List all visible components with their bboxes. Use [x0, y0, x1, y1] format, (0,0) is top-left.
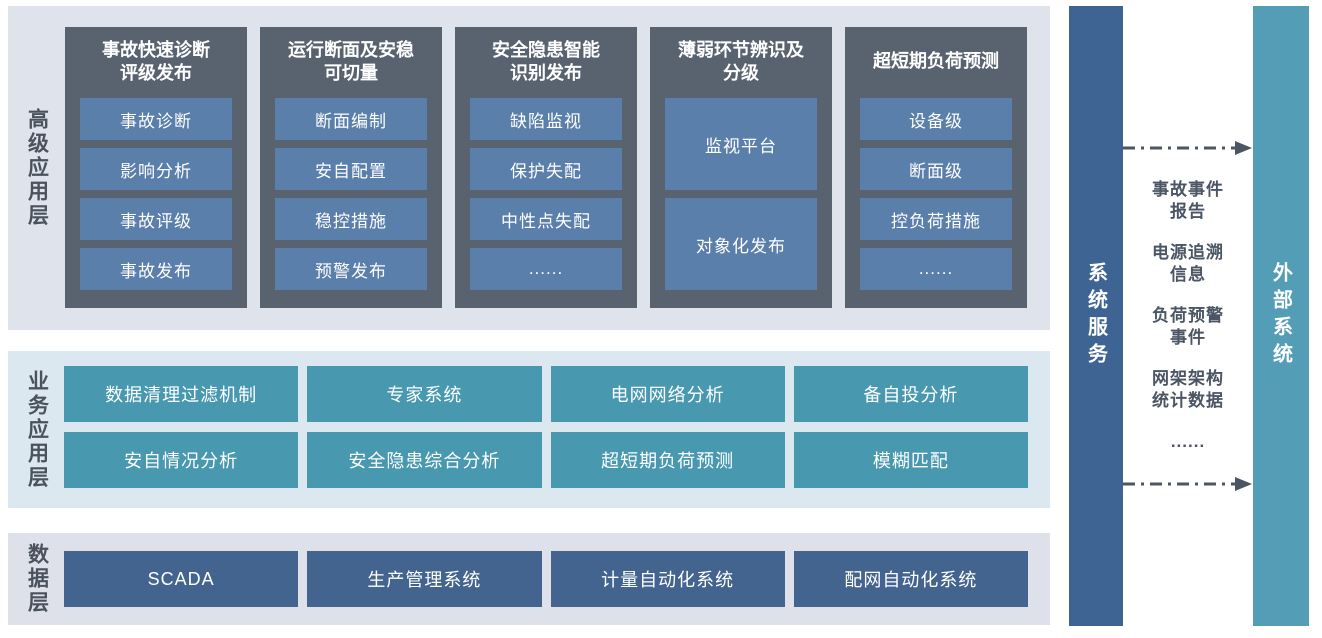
dashdot-arrow-bottom-icon: [1123, 477, 1252, 491]
external-system-bar: 外部系统: [1253, 6, 1309, 626]
application-group: 超短期负荷预测设备级断面级控负荷措施......: [845, 27, 1027, 308]
application-group-title: 运行断面及安稳 可切量: [288, 39, 414, 83]
application-group: 运行断面及安稳 可切量断面编制安自配置稳控措施预警发布: [260, 27, 442, 308]
system-service-label: 系统服务: [1084, 262, 1107, 370]
exchange-data-item: 网架架构 统计数据: [1152, 369, 1224, 410]
application-group-items: 断面编制安自配置稳控措施预警发布: [260, 97, 442, 291]
module-chip: ......: [860, 248, 1012, 290]
application-group-title: 薄弱环节辨识及 分级: [678, 39, 804, 83]
external-system-label: 外部系统: [1269, 262, 1292, 370]
layer-advanced-label: 高级应用层: [25, 108, 49, 228]
module-chip: 缺陷监视: [470, 98, 622, 140]
data-source-system: 生产管理系统: [307, 551, 542, 607]
exchange-data-item: ......: [1170, 432, 1206, 451]
exchange-channel: 事故事件 报告电源追溯 信息负荷预警 事件网架架构 统计数据......: [1123, 6, 1253, 626]
module-chip: 事故发布: [80, 248, 232, 290]
layer-business-label: 业务应用层: [25, 369, 49, 490]
application-group-title: 超短期负荷预测: [873, 51, 999, 72]
business-module: 安自情况分析: [64, 432, 299, 488]
exchange-data-item: 事故事件 报告: [1152, 180, 1224, 221]
application-group-title: 事故快速诊断 评级发布: [102, 39, 210, 83]
layer-business-application: 业务应用层 数据清理过滤机制专家系统电网网络分析备自投分析安自情况分析安全隐患综…: [8, 351, 1050, 508]
business-module: 电网网络分析: [550, 366, 785, 422]
layer-advanced-application: 高级应用层 事故快速诊断 评级发布事故诊断影响分析事故评级事故发布运行断面及安稳…: [8, 6, 1050, 330]
layer-data-label: 数据层: [25, 543, 49, 615]
module-chip: 预警发布: [275, 248, 427, 290]
module-chip: ......: [470, 248, 622, 290]
module-chip: 中性点失配: [470, 198, 622, 240]
module-chip: 监视平台: [665, 98, 817, 190]
module-chip: 断面编制: [275, 98, 427, 140]
data-source-system: SCADA: [64, 551, 299, 607]
business-module: 专家系统: [307, 366, 542, 422]
module-chip: 设备级: [860, 98, 1012, 140]
module-chip: 断面级: [860, 148, 1012, 190]
module-chip: 控负荷措施: [860, 198, 1012, 240]
dashdot-arrow-top-icon: [1123, 141, 1252, 155]
module-chip: 安自配置: [275, 148, 427, 190]
business-module: 数据清理过滤机制: [64, 366, 299, 422]
application-group: 薄弱环节辨识及 分级监视平台对象化发布: [650, 27, 832, 308]
module-chip: 事故评级: [80, 198, 232, 240]
business-module: 模糊匹配: [793, 432, 1028, 488]
application-group-items: 事故诊断影响分析事故评级事故发布: [65, 97, 247, 291]
business-module: 安全隐患综合分析: [307, 432, 542, 488]
exchange-data-item: 负荷预警 事件: [1152, 306, 1224, 347]
application-group-items: 设备级断面级控负荷措施......: [845, 97, 1027, 291]
exchange-list: 事故事件 报告电源追溯 信息负荷预警 事件网架架构 统计数据......: [1123, 179, 1253, 453]
application-group-items: 监视平台对象化发布: [650, 97, 832, 291]
application-group: 事故快速诊断 评级发布事故诊断影响分析事故评级事故发布: [65, 27, 247, 308]
module-chip: 保护失配: [470, 148, 622, 190]
data-source-system: 配网自动化系统: [793, 551, 1028, 607]
application-group-items: 缺陷监视保护失配中性点失配......: [455, 97, 637, 291]
system-service-bar: 系统服务: [1069, 6, 1123, 626]
business-grid: 数据清理过滤机制专家系统电网网络分析备自投分析安自情况分析安全隐患综合分析超短期…: [64, 366, 1028, 488]
module-chip: 对象化发布: [665, 198, 817, 290]
business-module: 超短期负荷预测: [550, 432, 785, 488]
data-source-system: 计量自动化系统: [550, 551, 785, 607]
business-module: 备自投分析: [793, 366, 1028, 422]
advanced-columns: 事故快速诊断 评级发布事故诊断影响分析事故评级事故发布运行断面及安稳 可切量断面…: [65, 27, 1027, 308]
module-chip: 稳控措施: [275, 198, 427, 240]
exchange-data-item: 电源追溯 信息: [1152, 243, 1224, 284]
application-group-title: 安全隐患智能 识别发布: [492, 39, 600, 83]
module-chip: 事故诊断: [80, 98, 232, 140]
application-group: 安全隐患智能 识别发布缺陷监视保护失配中性点失配......: [455, 27, 637, 308]
module-chip: 影响分析: [80, 148, 232, 190]
